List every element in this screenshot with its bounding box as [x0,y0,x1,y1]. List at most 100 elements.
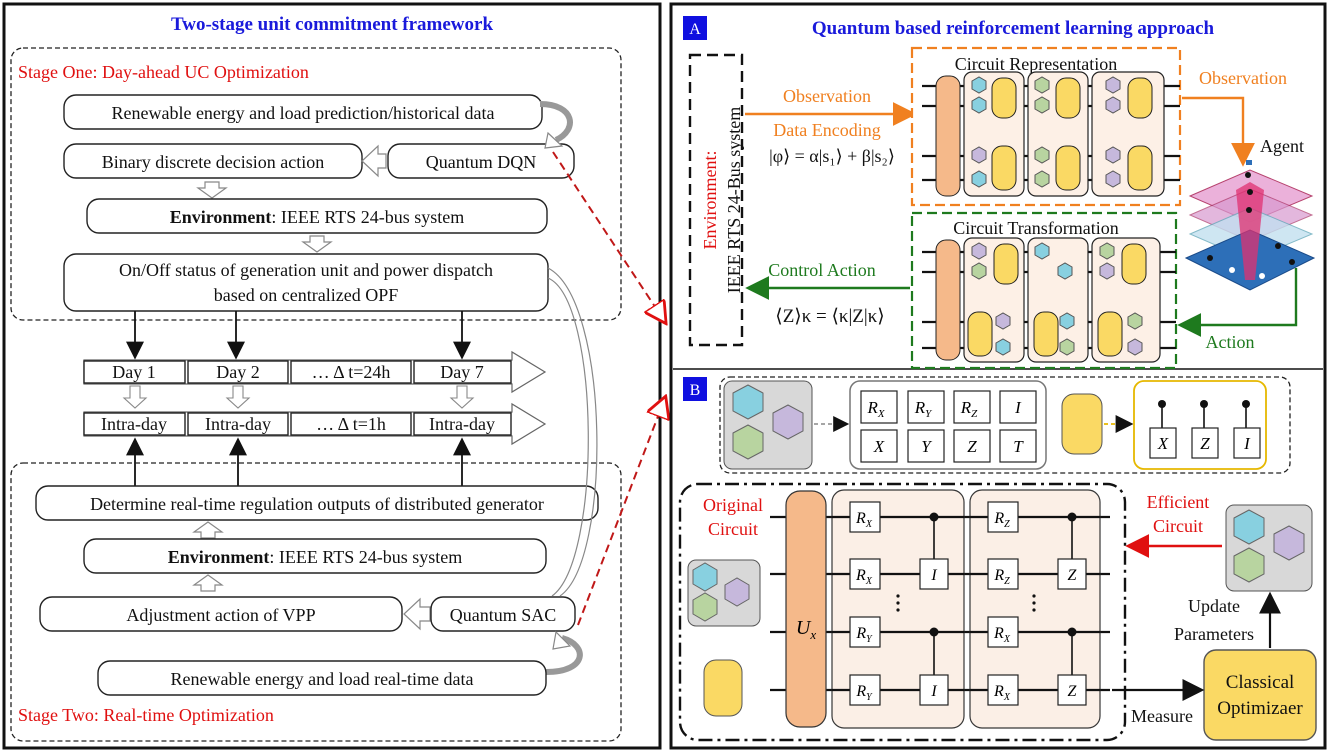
gate-set-region [719,376,1291,474]
block2-target-label: Z [1068,567,1078,584]
day-cell [187,360,289,384]
block2-gate-label: RZ [993,510,1010,530]
adjustment-action-box [39,596,403,632]
data-encoding-label: Data Encoding [773,120,880,140]
block2-gate-label: RZ [993,567,1010,587]
circuit-region [678,482,1127,742]
circuit-transformation-label: Circuit Transformation [953,218,1119,238]
hollow-arrow-dqn-to-binary [361,144,387,178]
block2-gate-label: RX [993,625,1011,645]
circuit-representation-diagram [922,71,1180,197]
update-parameters-line2: Parameters [1174,624,1254,644]
block1-target-label: I [930,683,937,700]
realtime-data-text: Renewable energy and load real-time data [170,669,473,689]
hollow-arrow-env2-to-determine [192,521,224,539]
intraday-label: Intra-day [429,414,495,434]
expectation-formula: ⟨Z⟩κ = ⟨κ|Z|κ⟩ [775,306,884,327]
classical-optimizer-line2: Optimizaer [1217,698,1303,719]
right-panel-title: Quantum based reinforcement learning app… [812,18,1215,39]
environment-vertical-text: Environment: [700,151,720,250]
stage-one-region [10,47,622,321]
intraday-cell [413,412,512,436]
red-link-sac-to-panel-b [577,398,665,626]
controlled-gate-label: I [1243,434,1251,453]
measure-label: Measure [1131,706,1193,726]
circuit-representation-label: Circuit Representation [955,54,1117,74]
stage-one-label: Stage One: Day-ahead UC Optimization [18,62,309,82]
day-label: Day 7 [440,362,484,382]
gate-label: RX [866,398,885,420]
intraday-label: … Δ t=1h [316,414,386,434]
classical-optimizer-box [1203,649,1317,741]
block1-gate-label: RX [855,567,873,587]
circuit-block-1-gates: RX RX RY RY I I [832,501,964,706]
hex-small-green [692,592,718,622]
circuit-transformation-diagram [922,237,1176,363]
curved-arrow-renewable-to-dqn [539,101,573,143]
gate-label: RY [914,398,933,420]
observation-in-label: Observation [783,86,871,106]
stage-two-region [10,462,622,742]
gate-label: X [873,437,885,456]
environment-text-stage-one: Environment: IEEE RTS 24-bus system [170,207,465,227]
binary-action-text: Binary discrete decision action [102,152,324,172]
quantum-sac-text: Quantum SAC [450,605,557,625]
intraday-cells: Intra-day Intra-day … Δ t=1h Intra-day [83,412,512,436]
yellow-gate-small [703,659,743,717]
rotation-gate-grid: RX RY RZ I X Y Z T [860,390,1037,463]
hex-eff-green [1233,547,1265,583]
update-parameters-line1: Update [1188,596,1240,616]
environment-text-stage-two: Environment: IEEE RTS 24-bus system [168,547,463,567]
adjustment-action-text: Adjustment action of VPP [126,605,315,625]
curved-arrow-head-2 [552,630,572,650]
badge-a [683,16,707,40]
red-link-dqn-to-panel-a [552,151,665,322]
badge-a-text: A [689,21,701,38]
hex-small-lilac [724,577,750,607]
gate-label: Y [921,437,932,456]
hex-green [732,424,764,460]
environment-vertical-text-2: IEEE RTS 24-Bus system [724,107,744,293]
day-cell [290,360,412,384]
encoding-formula: |φ⟩ = α|s₁⟩ + β|s₂⟩ [769,146,895,166]
environment-vertical-box [688,53,744,347]
block1-gate-label: RX [855,510,873,530]
hollow-arrow-binary-to-env [196,181,228,199]
hollow-arrow-day1 [122,385,148,409]
hollow-arrow-adjust-to-env2 [192,574,224,592]
action-arrow [1177,268,1298,337]
yellow-gate-legend [1061,393,1103,455]
intraday-label: Intra-day [205,414,271,434]
hollow-arrow-day7 [449,385,475,409]
quantum-dqn-text: Quantum DQN [426,152,537,172]
badge-b [683,377,707,401]
circuit-block-2-gates: RZ RZ RX RX Z Z [970,501,1100,706]
hex-small-cyan [692,562,718,592]
gate-label: RZ [960,398,978,420]
intraday-cell [187,412,289,436]
left-panel-frame [2,2,662,750]
gate-label: T [1013,437,1024,456]
intraday-cell [290,412,412,436]
ux-label: Ux [796,617,816,642]
gate-label: I [1014,398,1022,417]
day-cell [83,360,186,384]
quantum-dqn-box [387,143,575,179]
day-label: Day 2 [216,362,260,382]
intraday-cell [83,412,186,436]
curved-arrow-realtime-to-sac [545,635,583,675]
efficient-circuit-line2: Circuit [1153,516,1203,536]
right-panel-frame [669,2,1327,750]
day-cells: Day 1 Day 2 … Δ t=24h Day 7 [83,360,512,384]
control-action-label: Control Action [768,260,876,280]
agent-landscape-graphic [1184,160,1316,291]
original-circuit-line2: Circuit [708,519,758,539]
renewable-prediction-box [63,94,543,130]
onoff-status-line1: On/Off status of generation unit and pow… [119,260,493,280]
hex-lilac [772,404,804,440]
controlled-gate-label: X [1157,434,1169,453]
block1-target-label: I [930,567,937,584]
block1-gate-label: RY [855,683,873,703]
determine-outputs-box [35,485,599,521]
connector-onoff-to-sac-2 [547,277,589,597]
